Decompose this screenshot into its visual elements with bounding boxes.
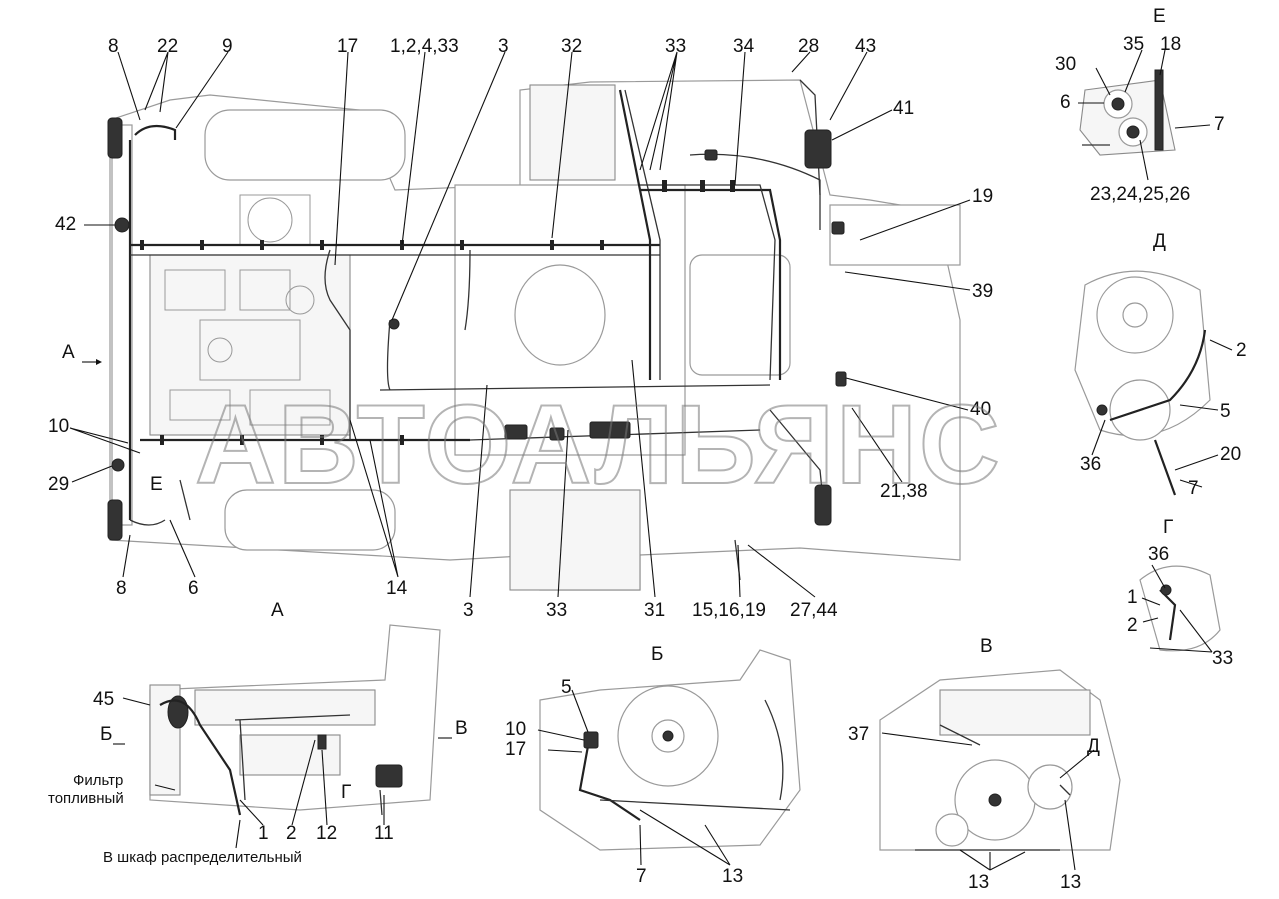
a-callout-1: 1 [258,823,269,844]
b-callout-7: 7 [636,866,647,887]
callout-31: 31 [644,600,665,621]
marker-a-arrowhead [96,359,102,365]
callout-29: 29 [48,474,69,495]
g-callout-2: 2 [1127,615,1138,636]
callout-41: 41 [893,98,914,119]
d-callout-5: 5 [1220,401,1231,422]
callout-21-38: 21,38 [880,481,928,502]
marker-a-left: А [62,342,75,363]
a-fuel-filter-line1: Фильтр [73,772,123,789]
view-e: Е 35 18 30 6 7 23,24,25,26 [1055,6,1225,205]
g-callout-1: 1 [1127,587,1138,608]
callout-8-bottom: 8 [116,578,127,599]
view-a-title: А [271,600,284,621]
v-callout-37: 37 [848,724,869,745]
callout-22: 22 [157,36,178,57]
v-callout-13-left: 13 [968,872,989,893]
view-e-title: Е [1153,6,1166,27]
callout-40: 40 [970,399,991,420]
d-callout-36: 36 [1080,454,1101,475]
view-g-title: Г [1163,517,1173,538]
a-fuel-filter-line2: топливный [48,790,124,807]
callout-43: 43 [855,36,876,57]
view-v: В 37 Д 13 13 [848,636,1121,893]
watermark-text: АВТОАЛЬЯНС [195,382,1002,507]
b-callout-10: 10 [505,719,526,740]
callout-1-2-4-33: 1,2,4,33 [390,36,459,57]
main-leader-lines [69,51,971,598]
a-callout-11: 11 [374,823,394,844]
marker-e-mid: Е [150,474,163,495]
g-callout-33: 33 [1212,648,1233,669]
callout-15-16-19: 15,16,19 [692,600,766,621]
b-callout-13: 13 [722,866,743,887]
callout-3-bottom: 3 [463,600,474,621]
callout-33-top: 33 [665,36,686,57]
g-callout-36: 36 [1148,544,1169,565]
d-callout-2: 2 [1236,340,1247,361]
marker-g-mid: Г [341,782,351,803]
e-callout-7: 7 [1214,114,1225,135]
v-callout-13-right: 13 [1060,872,1081,893]
main-plan-view [107,79,961,591]
a-cabinet-note: В шкаф распределительный [103,849,302,866]
callout-9: 9 [222,36,233,57]
d-callout-7: 7 [1188,478,1199,499]
callout-27-44: 27,44 [790,600,838,621]
callout-17: 17 [337,36,358,57]
e-callout-23-26: 23,24,25,26 [1090,184,1190,205]
marker-v-right: В [455,718,468,739]
a-callout-12: 12 [316,823,337,844]
view-a: А 45 Фильтр топливный 1 2 12 11 В шкаф р… [48,600,468,866]
callout-14: 14 [386,578,408,599]
callout-8-top: 8 [108,36,119,57]
view-v-title: В [980,636,993,657]
marker-b-left: Б [100,724,112,745]
view-d-title: Д [1153,231,1166,252]
e-callout-30: 30 [1055,54,1076,75]
b-callout-17: 17 [505,739,526,760]
callout-10: 10 [48,416,69,437]
callout-33-bottom: 33 [546,600,567,621]
e-callout-6: 6 [1060,92,1071,113]
callout-39: 39 [972,281,993,302]
callout-3-top: 3 [498,36,509,57]
a-callout-2: 2 [286,823,297,844]
callout-19: 19 [972,186,993,207]
callout-6: 6 [188,578,199,599]
marker-d-view-b: Д [1087,736,1100,757]
a-callout-45: 45 [93,689,114,710]
callout-32: 32 [561,36,582,57]
view-d: Д 2 5 36 20 7 [1074,231,1247,499]
callout-34: 34 [733,36,755,57]
b-callout-5: 5 [561,677,572,698]
callout-28: 28 [798,36,819,57]
view-g: Г 36 1 2 33 [1127,517,1233,669]
callout-42: 42 [55,214,76,235]
d-callout-20: 20 [1220,444,1241,465]
main-callouts: 8 22 9 17 1,2,4,33 3 32 33 34 28 43 41 4… [48,36,993,621]
e-callout-18: 18 [1160,34,1181,55]
view-b-title: Б [651,644,663,665]
e-callout-35: 35 [1123,34,1144,55]
view-b: Б 5 10 17 7 13 [505,644,801,887]
